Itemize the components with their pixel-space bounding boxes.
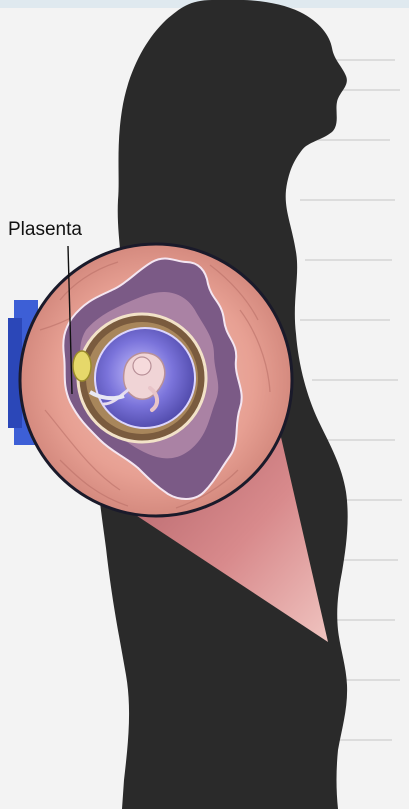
placenta (73, 351, 91, 381)
uterus-magnifier (20, 244, 292, 516)
placenta-label: Plasenta (8, 219, 82, 241)
